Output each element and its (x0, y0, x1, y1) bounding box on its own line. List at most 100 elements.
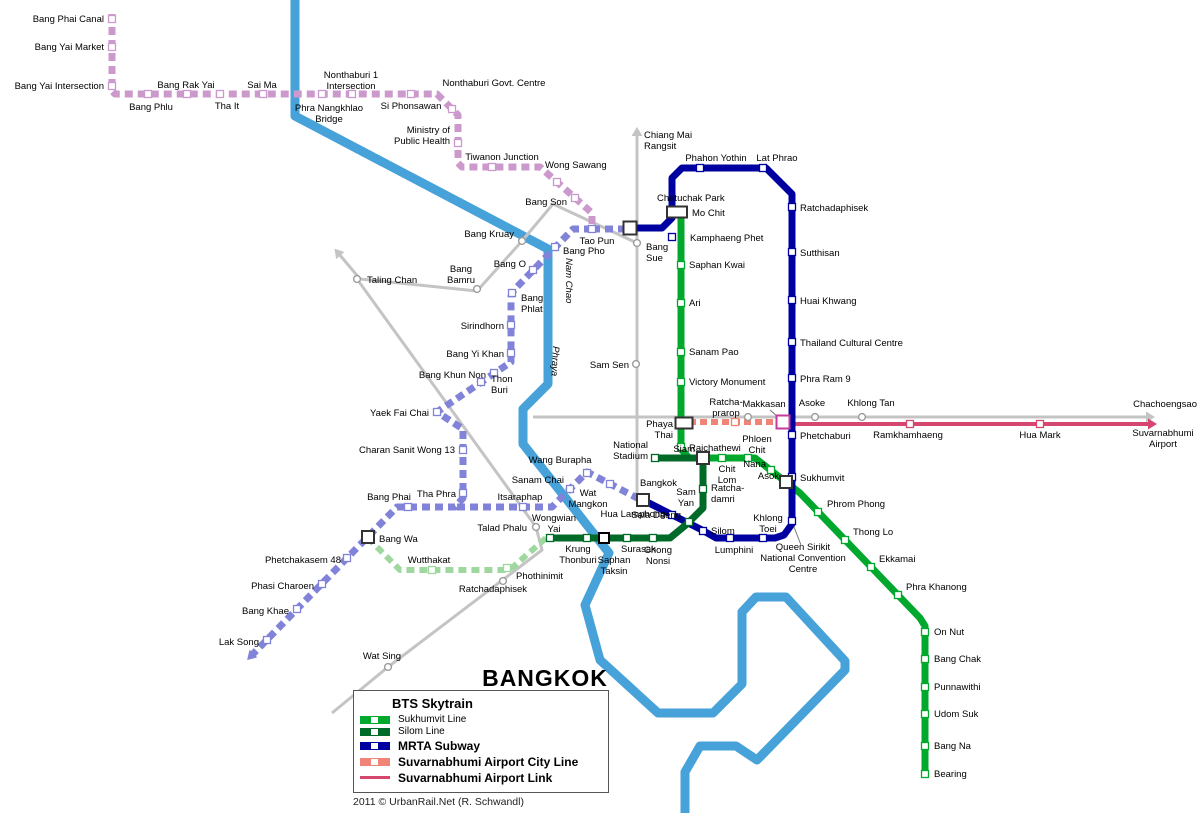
station-asok (779, 475, 793, 489)
station-wong-sawang (552, 177, 562, 187)
label-wat-sing: Wat Sing (363, 651, 401, 662)
station-mo-chit (666, 205, 688, 219)
station-taling-chan (352, 274, 362, 284)
station-sirindhorn (506, 320, 516, 330)
station-wat-sing (383, 662, 393, 672)
label-tick-1 (793, 526, 802, 546)
station-victory-monument (676, 377, 686, 387)
station-phetchaburi (787, 430, 797, 440)
legend-label: Suvarnabhumi Airport City Line (398, 754, 579, 769)
station-si-phonsawan (406, 89, 416, 99)
label-bang-yai-market: Bang Yai Market (35, 42, 105, 53)
label-charan-sanit-wong-13: Charan Sanit Wong 13 (359, 445, 455, 456)
station-bang-phai-canal (107, 14, 117, 24)
label-saphan-kwai: Saphan Kwai (689, 260, 745, 271)
label-siam: Siam (673, 444, 695, 455)
station-bang-yai-market (107, 42, 117, 52)
arrowhead-rail-north (631, 127, 643, 136)
station-krung-thonburi (582, 533, 592, 543)
station-nonthaburi-govt-centre (447, 104, 457, 114)
label-lat-phrao: Lat Phrao (756, 153, 797, 164)
station-bang-bamru (472, 284, 482, 294)
station-bang-sue-rail (632, 238, 642, 248)
label-bang-yai-intersection: Bang Yai Intersection (15, 81, 104, 92)
label-wutthakat: Wutthakat (408, 555, 451, 566)
label-sutthisan: Sutthisan (800, 248, 840, 259)
station-sala-daeng (684, 517, 694, 527)
label-huai-khwang: Huai Khwang (800, 296, 857, 307)
station-bang-son (570, 193, 580, 203)
label-phra-khanong: Phra Khanong (906, 582, 967, 593)
label-bang-pho: Bang Pho (563, 246, 605, 257)
label-sirindhorn: Sirindhorn (461, 321, 504, 332)
station-sanam-pao (676, 347, 686, 357)
station-phaya-thai (674, 416, 694, 430)
station-tiwanon-junction (487, 162, 497, 172)
label-silom: Silom (711, 526, 735, 537)
label-ramkhamhaeng: Ramkhamhaeng (873, 430, 943, 441)
station-bang-phlu (143, 89, 153, 99)
map-title: BANGKOK (482, 665, 608, 691)
legend-station-glyph (371, 742, 378, 749)
label-asok: Asok (758, 471, 779, 482)
label-punnawithi: Punnawithi (934, 682, 980, 693)
label-sanam-pao: Sanam Pao (689, 347, 739, 358)
station-ratchadaphisek-rail (498, 576, 508, 586)
label-phahon-yothin: Phahon Yothin (685, 153, 746, 164)
station-tao-pun (587, 224, 597, 234)
station-sutthisan (787, 247, 797, 257)
station-bang-phai (403, 502, 413, 512)
label-bang-son: Bang Son (525, 197, 567, 208)
station-talad-phalu (531, 522, 541, 532)
label-chachoengsao: Chachoengsao (1133, 399, 1197, 410)
station-bang-khae (292, 604, 302, 614)
station-rajchathewi (676, 442, 686, 452)
station-bang-o (528, 265, 538, 275)
label-ratchaprarop: Ratcha-prarop (709, 397, 742, 419)
station-ratchadamri (698, 484, 708, 494)
label-bang-kruay: Bang Kruay (464, 229, 514, 240)
station-khlong-toei (758, 533, 768, 543)
label-wang-burapha: Wang Burapha (528, 455, 592, 466)
station-phra-nangkhlao-bridge (317, 89, 327, 99)
legend-swatch-green (360, 715, 390, 724)
label-bang-o: Bang O (494, 259, 526, 270)
label-sala-daeng: Sala Daeng (631, 510, 681, 521)
legend-header: BTS Skytrain (392, 696, 473, 711)
legend-swatch-crimson (360, 776, 390, 779)
station-lak-song (262, 635, 272, 645)
legend-swatch-navy (360, 741, 390, 750)
copyright-note: 2011 © UrbanRail.Net (R. Schwandl) (353, 796, 524, 808)
station-wongwian-yai (545, 533, 555, 543)
label-tiwanon-junction: Tiwanon Junction (465, 152, 539, 163)
station-surasak (622, 533, 632, 543)
label-lumphini: Lumphini (715, 545, 754, 556)
station-sam-yan (667, 510, 677, 520)
station-bang-pho (550, 242, 560, 252)
label-ratchadaphisek-rail: Ratchadaphisek (459, 584, 527, 595)
label-ekkamai: Ekkamai (879, 554, 915, 565)
label-makkasan: Makkasan (742, 399, 785, 410)
station-khlong-tan (857, 412, 867, 422)
station-bang-phlat (507, 288, 517, 298)
legend-item-suvarnabhumi-airport-link: Suvarnabhumi Airport Link (360, 770, 602, 785)
station-wutthakat (427, 565, 437, 575)
station-bang-wa (361, 530, 375, 544)
label-yaek-fai-chai: Yaek Fai Chai (370, 408, 429, 419)
line-rail-south (331, 278, 544, 715)
station-ari (676, 298, 686, 308)
arrowhead-rail-nakhon-pathom (334, 248, 345, 260)
label-phothinimit: Phothinimit (516, 571, 563, 582)
station-wat-mangkon (605, 479, 615, 489)
